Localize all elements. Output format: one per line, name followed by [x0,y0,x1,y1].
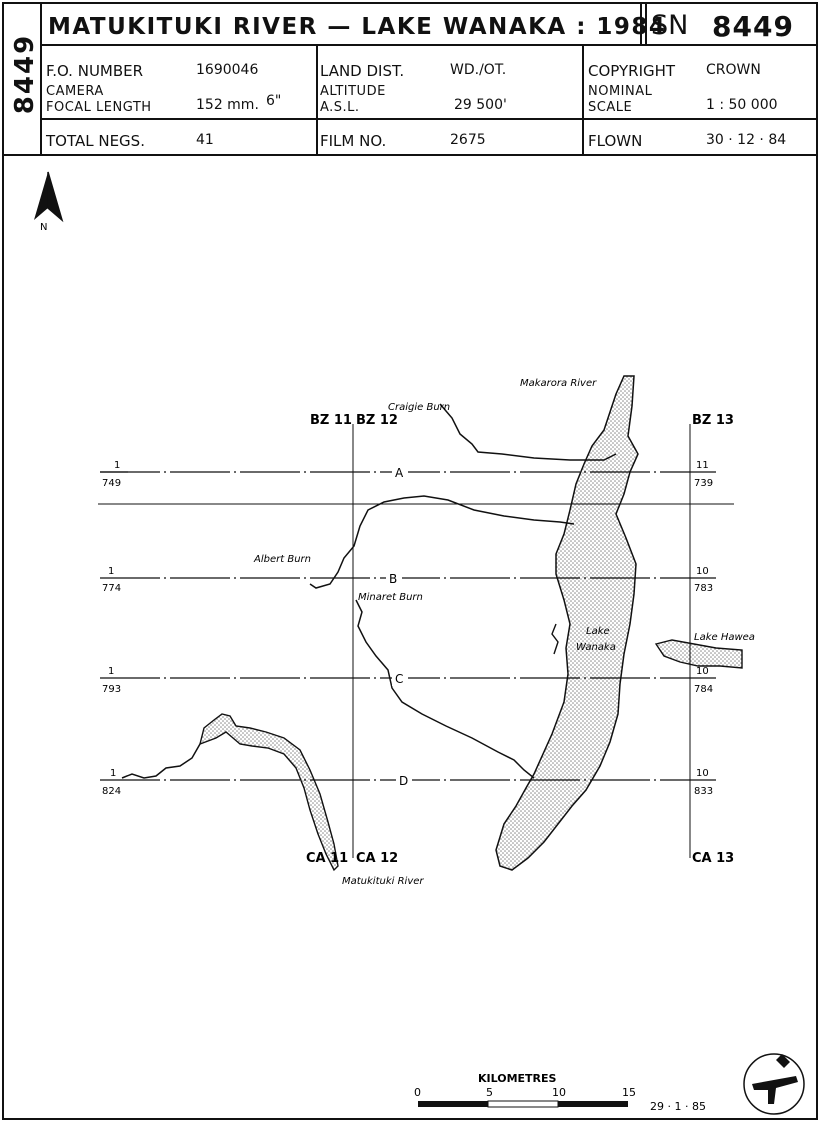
label-lake-wanaka-2: Wanaka [576,642,616,653]
run-letter-bg [396,772,412,788]
run-a-left-top: 1 [114,460,120,471]
asl-label: A.S.L. [320,100,360,115]
albert-burn [309,495,575,589]
scale-bar: KILOMETRES 0 5 10 15 29 · 1 · 85 [414,1072,706,1113]
label-craigie-burn: Craigie Burn [388,402,450,413]
side-number-box: 8449 [4,4,42,154]
header-bottom-rule [4,154,818,156]
altitude-label: ALTITUDE [320,84,386,99]
run-c-left-top: 1 [108,666,114,677]
run-d-left-bottom: 824 [102,786,121,797]
run-letter-bg [392,670,408,686]
scale-tick-5: 5 [486,1086,493,1099]
run-letter-bg [386,570,402,586]
aerial-mapping-logo [743,1053,805,1115]
label-albert-burn: Albert Burn [253,554,311,565]
altitude-value: 29 500' [454,97,507,113]
run-letter-c: C [395,672,403,686]
scale-value: 1 : 50 000 [706,97,778,113]
run-d-left-top: 1 [110,768,116,779]
run-b-right-bottom: 783 [694,583,713,594]
grid-label-bz12: BZ 12 [356,413,398,428]
run-a-left-bottom: 749 [102,478,121,489]
film-no-label: FILM NO. [320,132,387,150]
run-c-right-top: 10 [696,666,709,677]
label-lake-wanaka-1: Lake [586,626,610,637]
run-letter-bg [392,464,408,480]
scale-tick-10: 10 [552,1086,566,1099]
run-letter-d: D [399,774,408,788]
sn-label: SN [651,10,689,41]
focal-length-value: 152 mm. [196,97,259,113]
nominal-label: NOMINAL [588,84,653,99]
scale-bar-date: 29 · 1 · 85 [650,1100,706,1113]
header-divider [645,4,647,46]
fo-number-label: F.O. NUMBER [46,62,144,80]
fo-number-value: 1690046 [196,62,259,78]
run-letter-b: B [389,572,397,586]
lake-wanaka [495,375,639,871]
land-dist-label: LAND DIST. [320,62,405,80]
grid-label-ca13: CA 13 [692,851,734,866]
total-negs-label: TOTAL NEGS. [46,132,145,150]
flight-index-map: N [34,171,805,1115]
total-negs-value: 41 [196,132,214,148]
label-makarora-river: Makarora River [520,378,597,389]
run-letter-a: A [395,466,404,480]
header-divider [316,46,318,154]
run-c-right-bottom: 784 [694,684,713,695]
sn-value: 8449 [712,10,794,43]
grid-label-ca11: CA 11 [306,851,348,866]
sheet-title: MATUKITUKI RIVER — LAKE WANAKA : 1984 [48,14,667,40]
land-dist-value: WD./OT. [450,62,507,78]
label-minaret-burn: Minaret Burn [358,592,423,603]
side-number: 8449 [10,33,40,115]
focal-length-label: FOCAL LENGTH [46,100,152,115]
run-a-right-top: 11 [696,460,709,471]
run-b-left-bottom: 774 [102,583,121,594]
north-arrow-icon: N [34,171,64,233]
copyright-label: COPYRIGHT [588,62,676,80]
run-a-right-bottom: 739 [694,478,713,489]
header-rule [42,44,818,46]
lake-inlet [551,623,559,655]
scale-tick-0: 0 [414,1086,421,1099]
header-divider [640,4,642,46]
grid-label-bz13: BZ 13 [692,413,734,428]
lake-hawea [654,639,743,669]
focal-length-inches: 6" [266,93,282,109]
flown-label: FLOWN [588,132,643,150]
film-no-value: 2675 [450,132,486,148]
grid-label-ca12: CA 12 [356,851,398,866]
header-divider [582,46,584,154]
run-d-right-bottom: 833 [694,786,713,797]
grid-label-bz11: BZ 11 [310,413,352,428]
run-b-right-top: 10 [696,566,709,577]
minaret-burn [355,599,535,779]
header-rule [42,118,818,120]
run-d-right-top: 10 [696,768,709,779]
matukituki-river [198,713,339,872]
run-b-left-top: 1 [108,566,114,577]
scale-label: SCALE [588,100,633,115]
label-matukituki-river: Matukituki River [342,876,424,887]
copyright-value: CROWN [706,62,761,78]
north-label: N [40,222,47,233]
camera-label: CAMERA [46,84,104,99]
label-lake-hawea: Lake Hawea [694,632,755,643]
flown-value: 30 · 12 · 84 [706,132,787,148]
craigie-burn [439,403,617,461]
run-c-left-bottom: 793 [102,684,121,695]
matukituki-tributary [121,743,201,779]
scale-bar-label: KILOMETRES [478,1072,557,1085]
scale-tick-15: 15 [622,1086,636,1099]
